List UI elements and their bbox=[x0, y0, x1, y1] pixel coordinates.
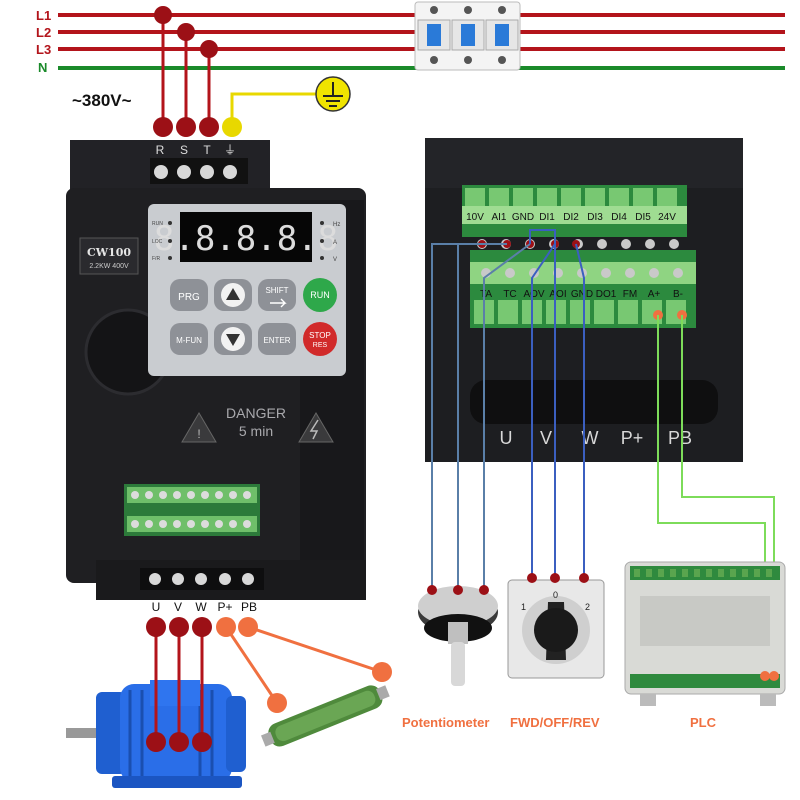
terminal-label-top: 24V bbox=[658, 212, 676, 223]
indicator-hz: Hz bbox=[333, 222, 340, 228]
voltage-label: ~380V~ bbox=[72, 91, 132, 110]
motor-wires bbox=[146, 617, 212, 752]
mfun-button[interactable]: M-FUN bbox=[170, 323, 208, 355]
terminal-label-bottom: DO1 bbox=[596, 289, 617, 300]
terminal-label-bottom: TA bbox=[480, 289, 492, 300]
terminal-label-bottom: AOV bbox=[523, 289, 544, 300]
shift-button-label: SHIFT bbox=[265, 286, 288, 295]
n-label: N bbox=[38, 60, 47, 75]
terminal-label-bottom: A+ bbox=[648, 289, 661, 300]
l1-label: L1 bbox=[36, 8, 51, 23]
down-button[interactable] bbox=[214, 323, 252, 355]
power-terminal-label: P+ bbox=[621, 428, 644, 448]
indicator-v: V bbox=[333, 257, 337, 263]
stop-button[interactable]: STOP RES bbox=[303, 322, 337, 356]
mfun-button-label: M-FUN bbox=[176, 336, 202, 345]
prg-button-label: PRG bbox=[178, 292, 200, 303]
terminal-screw bbox=[649, 268, 659, 278]
switch-pos-0: 0 bbox=[553, 590, 558, 600]
up-button[interactable] bbox=[214, 279, 252, 311]
led-display: 8.8.8.8.8 bbox=[154, 219, 338, 259]
warning-triangle-icon: ! bbox=[181, 412, 217, 443]
terminal-screw bbox=[645, 239, 655, 249]
enter-button-label: ENTER bbox=[263, 336, 290, 345]
terminal-screw bbox=[669, 239, 679, 249]
indicator-loc: LOC bbox=[152, 239, 163, 245]
terminal-p-plus-label: P+ bbox=[217, 600, 232, 614]
l3-label: L3 bbox=[36, 42, 51, 57]
plc bbox=[624, 561, 786, 706]
terminal-screw bbox=[673, 268, 683, 278]
switch-pos-1: 1 bbox=[521, 602, 526, 612]
run-button-label: RUN bbox=[310, 290, 330, 300]
terminal-screw bbox=[505, 268, 515, 278]
terminal-label-bottom: B- bbox=[673, 289, 683, 300]
run-button[interactable]: RUN bbox=[303, 278, 337, 312]
terminal-pb-label: PB bbox=[241, 600, 257, 614]
power-terminal-label: W bbox=[582, 428, 599, 448]
terminal-screw bbox=[597, 239, 607, 249]
inverter: R S T ⏚ CW100 2.2KW 400V 8.8.8.8.8 RUN L… bbox=[66, 140, 366, 614]
plc-caption: PLC bbox=[690, 715, 717, 730]
terminal-label-bottom: AOI bbox=[549, 289, 566, 300]
prg-button[interactable]: PRG bbox=[170, 279, 208, 311]
brand-label: CW100 bbox=[87, 246, 131, 259]
power-terminal-label: U bbox=[500, 428, 513, 448]
danger-time-label: 5 min bbox=[239, 423, 273, 439]
power-terminal-label: PB bbox=[668, 428, 692, 448]
supply-lines: L1 L2 L3 N bbox=[36, 8, 785, 75]
terminal-label-top: DI2 bbox=[563, 212, 579, 223]
terminal-label-bottom: GND bbox=[571, 289, 593, 300]
terminal-screw bbox=[601, 268, 611, 278]
power-terminal-label: V bbox=[540, 428, 552, 448]
terminal-screw bbox=[625, 268, 635, 278]
terminal-label-top: DI3 bbox=[587, 212, 603, 223]
indicator-run: RUN bbox=[152, 221, 163, 227]
terminal-label-top: DI4 bbox=[611, 212, 627, 223]
fwd-off-rev-switch[interactable]: 1 0 2 bbox=[507, 573, 605, 679]
up-arrow-icon bbox=[226, 288, 240, 300]
terminal-screw bbox=[621, 239, 631, 249]
terminal-label-top: AI1 bbox=[491, 212, 506, 223]
reset-button-label: RES bbox=[313, 342, 328, 349]
input-wires bbox=[153, 6, 318, 137]
danger-label: DANGER bbox=[226, 405, 286, 421]
terminal-r-label: R bbox=[156, 143, 165, 157]
terminal-earth-label: ⏚ bbox=[224, 143, 236, 157]
shock-hazard-icon bbox=[298, 412, 334, 443]
terminal-u-label: U bbox=[152, 600, 161, 614]
terminal-label-top: GND bbox=[512, 212, 534, 223]
circuit-breaker bbox=[414, 1, 521, 71]
down-arrow-icon bbox=[226, 334, 240, 346]
terminal-label-top: DI5 bbox=[635, 212, 651, 223]
terminal-label-bottom: FM bbox=[623, 289, 637, 300]
brake-resistor bbox=[216, 617, 392, 747]
terminal-label-top: 10V bbox=[466, 212, 484, 223]
potentiometer-caption: Potentiometer bbox=[402, 715, 489, 730]
stop-button-label: STOP bbox=[309, 331, 331, 340]
indicator-a: A bbox=[333, 240, 337, 246]
terminal-t-label: T bbox=[203, 143, 211, 157]
svg-text:!: ! bbox=[197, 427, 200, 441]
terminal-v-label: V bbox=[174, 600, 182, 614]
shift-button[interactable]: SHIFT bbox=[258, 279, 296, 311]
indicator-fr: F/R bbox=[152, 256, 160, 262]
terminal-label-top: DI1 bbox=[539, 212, 555, 223]
rating-label: 2.2KW 400V bbox=[89, 263, 129, 270]
potentiometer bbox=[418, 585, 498, 686]
terminal-s-label: S bbox=[180, 143, 188, 157]
switch-pos-2: 2 bbox=[585, 602, 590, 612]
l2-label: L2 bbox=[36, 25, 51, 40]
enter-button[interactable]: ENTER bbox=[258, 323, 296, 355]
terminal-label-bottom: TC bbox=[503, 289, 516, 300]
switch-caption: FWD/OFF/REV bbox=[510, 715, 600, 730]
earth-symbol-icon bbox=[315, 76, 351, 112]
shift-arrow-icon bbox=[270, 298, 287, 308]
terminal-w-label: W bbox=[195, 600, 207, 614]
